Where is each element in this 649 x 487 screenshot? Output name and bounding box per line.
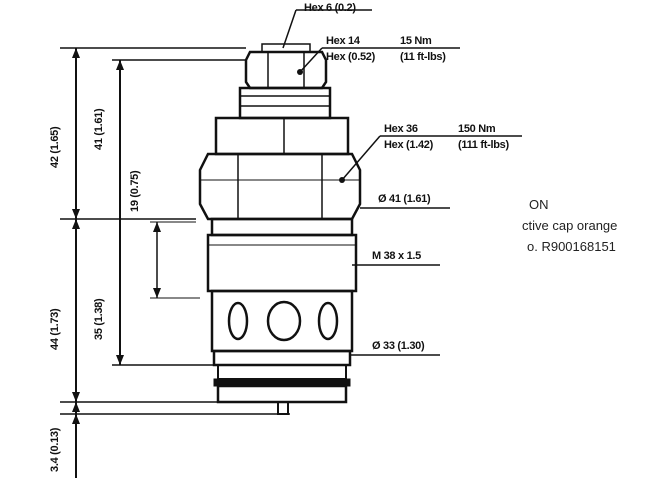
diameter-41-label: Ø 41 (1.61)	[378, 193, 431, 205]
hex14-label: Hex 14	[326, 35, 360, 47]
dim-inner-label: 19 (0.75)	[129, 170, 141, 212]
torque-15-ft-label: (11 ft-lbs)	[400, 51, 446, 63]
dim-stem-label: 3.4 (0.13)	[49, 427, 61, 472]
hex14-inch-label: Hex (0.52)	[326, 51, 375, 63]
dim-upper-label: 41 (1.61)	[93, 108, 105, 150]
note-line-2: ctive cap orange	[522, 218, 618, 233]
torque-150-label: 150 Nm	[458, 123, 496, 135]
diameter-33-label: Ø 33 (1.30)	[372, 340, 425, 352]
note-line-3: o. R900168151	[527, 239, 616, 254]
hex-small-label: Hex 6 (0.2)	[304, 2, 356, 14]
dim-overall-label: 42 (1.65)	[49, 126, 61, 168]
torque-15-label: 15 Nm	[400, 35, 432, 47]
hex36-inch-label: Hex (1.42)	[384, 139, 433, 151]
note-line-1: ON	[529, 197, 549, 212]
dim-body-label: 44 (1.73)	[49, 308, 61, 350]
torque-150-ft-label: (111 ft-lbs)	[458, 139, 509, 151]
thread-label: M 38 x 1.5	[372, 250, 421, 262]
hex36-label: Hex 36	[384, 123, 418, 135]
dim-lower-label: 35 (1.38)	[93, 298, 105, 340]
